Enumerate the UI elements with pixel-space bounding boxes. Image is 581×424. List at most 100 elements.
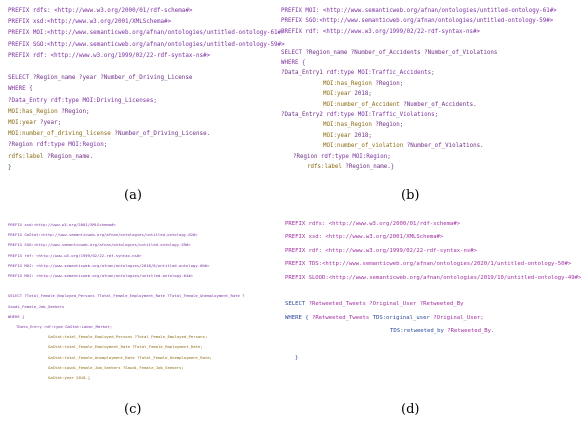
code-token: ?Number_of_Violations.: [406, 143, 484, 150]
code-line: PREFIX SGO:<http://www.semanticweb.org/a…: [8, 240, 245, 250]
code-line: [8, 281, 245, 291]
code-token: rdf:type MOI:Traffic_Accidents;: [326, 70, 435, 77]
code-token: PREFIX rdfs: <http://www.w3.org/2000/01/…: [8, 8, 193, 14]
code-line: WHERE {: [8, 312, 245, 322]
code-token: PREFIX SGO:<http://www.semanticweb.org/a…: [281, 18, 554, 25]
caption-b: (b): [401, 188, 420, 203]
code-line: WHERE { ?Retweeted_Tweets TDS:original_u…: [285, 312, 581, 325]
code-token: 2018;: [354, 91, 372, 98]
code-token: MOI:number_of_violation: [323, 143, 407, 150]
code-line: PREFIX MOI: <http://www.semanticweb.org/…: [8, 261, 245, 271]
code-line: PREFIX GaStat:<http://www.semanticweb.or…: [8, 230, 245, 240]
code-token: ?Region_name.: [47, 153, 94, 160]
code-token: MOI:has_Region: [323, 122, 376, 129]
code-line: GaStat:total_Female_Unemployment_Rate ?T…: [8, 353, 245, 363]
code-line: MOI:has_Region ?Region;: [8, 107, 285, 118]
code-token: rdfs:label: [307, 164, 346, 171]
code-token: PREFIX MOI: <http://www.semanticweb.org/…: [8, 273, 194, 279]
code-line: WHERE {: [281, 58, 557, 68]
code-line: rdfs:label ?Region_name.: [8, 152, 285, 163]
code-token: PREFIX rdfs: <http://www.w3.org/2000/01/…: [285, 221, 461, 227]
code-line: PREFIX xsd:<http://www.w3.org/2001/XMLSc…: [8, 220, 245, 230]
code-token: TDS:original_user: [372, 314, 434, 321]
code-token: MOI:year: [323, 91, 355, 98]
code-line: [285, 339, 581, 352]
code-token: ?Number_of_Accidents.: [403, 101, 477, 108]
code-token: PREFIX MOI: <http://www.semanticweb.org/…: [8, 262, 210, 268]
code-line: MOI:year 2018;: [281, 89, 557, 99]
code-line: ?Region rdf:type MOI:Region;: [281, 152, 557, 162]
code-line: rdfs:label ?Region_name.}: [281, 162, 557, 172]
code-line: SELECT ?Retweeted_Tweets ?Original_User …: [285, 298, 581, 311]
code-token: ?Number_of_Driving_License.: [114, 131, 211, 138]
caption-d: (d): [401, 402, 420, 417]
code-token: ?Retweeted_Tweets: [311, 314, 373, 321]
code-line: PREFIX rdfs: <http://www.w3.org/2000/01/…: [285, 218, 581, 231]
code-token: ?Region;: [375, 122, 404, 129]
code-token: PREFIX SGO:<http://www.semanticweb.org/a…: [8, 41, 285, 48]
code-token: GaStat:total_Female_Employed_Persons ?To…: [48, 334, 208, 340]
code-token: ?Data_Entry2: [281, 112, 327, 119]
code-token: rdfs:label: [8, 153, 48, 160]
code-token: ?Original_User;: [433, 314, 484, 321]
code-token: TDS:retweeted_by: [390, 328, 448, 335]
code-token: ?Data_Entry1: [281, 70, 327, 77]
caption-c: (c): [124, 402, 142, 417]
code-line: MOI:year ?year;: [8, 118, 285, 129]
code-line: PREFIX xsd:<http://www.w3.org/2001/XMLSc…: [8, 17, 285, 28]
panel-c: PREFIX xsd:<http://www.w3.org/2001/XMLSc…: [0, 212, 275, 424]
code-line: PREFIX rdf: <http://www.w3.org/1999/02/2…: [285, 245, 581, 258]
code-token: MOI:number_of_driving_license: [8, 131, 115, 138]
code-token: PREFIX MOI: <http://www.semanticweb.org/…: [281, 8, 557, 14]
code-line: PREFIX MOI: <http://www.semanticweb.org/…: [281, 6, 557, 16]
code-line: ?Data_Entry2 rdf:type MOI:Traffic_Violat…: [281, 110, 557, 120]
code-token: SELECT: [8, 75, 33, 82]
code-token: ?Region_name ?year ?Number_of_Driving_Li…: [32, 75, 193, 82]
code-line: ?Region rdf:type MOI:Region;: [8, 140, 285, 151]
code-token: GaStat:total_Female_Employment_Rate ?Tot…: [48, 344, 203, 350]
code-token: WHERE {: [8, 313, 25, 319]
code-line: TDS:retweeted_by ?Retweeted_By.: [285, 325, 581, 338]
code-token: ?Region_name.}: [345, 164, 395, 171]
code-token: ?year;: [39, 120, 62, 127]
code-token: ?Region_name ?Number_of_Accidents ?Numbe…: [305, 49, 498, 56]
code-token: PREFIX rdf: <http://www.w3.org/1999/02/2…: [285, 247, 477, 254]
code-block-a: PREFIX rdfs: <http://www.w3.org/2000/01/…: [8, 6, 285, 174]
caption-a: (a): [124, 188, 142, 203]
code-line: [8, 62, 285, 73]
code-line: PREFIX SGO:<http://www.semanticweb.org/a…: [8, 40, 285, 51]
code-line: MOI:number_of_driving_license ?Number_of…: [8, 129, 285, 140]
code-token: GaStat:saudi_Female_Job_Seekers ?Saudi_F…: [48, 364, 184, 370]
code-line: SELECT ?Region_name ?Number_of_Accidents…: [281, 48, 557, 58]
code-token: ?Region: [293, 153, 321, 160]
code-line: WHERE {: [8, 84, 285, 95]
code-line: PREFIX MOI: <http://www.semanticweb.org/…: [8, 271, 245, 281]
code-token: rdf:type MOI:Region;: [36, 142, 108, 149]
code-token: PREFIX xsd:<http://www.w3.org/2001/XMLSc…: [8, 19, 172, 26]
code-token: SELECT: [285, 301, 309, 308]
code-token: GaStat:year 2018.}: [48, 375, 91, 381]
code-token: MOI:number_of_Accident: [323, 101, 404, 108]
panel-d: PREFIX rdfs: <http://www.w3.org/2000/01/…: [275, 212, 581, 424]
code-token: MOI:year: [323, 132, 355, 139]
code-line: PREFIX rdf: <http://www.w3.org/1999/02/2…: [281, 27, 557, 37]
panel-b: PREFIX MOI: <http://www.semanticweb.org/…: [275, 0, 557, 212]
code-line: PREFIX MOI:<http://www.semanticweb.org/a…: [8, 28, 285, 39]
code-line: }: [285, 352, 581, 365]
code-line: PREFIX rdf: <http://www.w3.org/1999/02/2…: [8, 51, 285, 62]
code-token: PREFIX SLOOD:<http://www.semanticweb.org…: [285, 274, 581, 281]
code-token: ?Region;: [375, 80, 404, 87]
code-token: rdf:type MOI:Region;: [320, 153, 391, 160]
code-token: rdf:type MOI:Traffic_Violations;: [326, 112, 439, 119]
code-token: MOI:has_Region: [323, 80, 376, 87]
code-token: ?Data_Entry rdf:type GaStat:Labor_Market…: [16, 324, 113, 330]
code-line: ?Data_Entry rdf:type GaStat:Labor_Market…: [8, 322, 245, 332]
code-token: PREFIX xsd:<http://www.w3.org/2001/XMLSc…: [8, 222, 116, 227]
code-line: ?Data_Entry rdf:type MOI:Driving_License…: [8, 96, 285, 107]
code-line: Saudi_Female_Job_Seekers: [8, 302, 245, 312]
code-token: 2018;: [354, 132, 372, 139]
code-line: SELECT ?Region_name ?year ?Number_of_Dri…: [8, 73, 285, 84]
code-token: }: [8, 164, 12, 171]
code-token: ?Retweeted_Tweets ?Original_User ?Retwee…: [308, 301, 464, 308]
code-line: }: [8, 163, 285, 174]
